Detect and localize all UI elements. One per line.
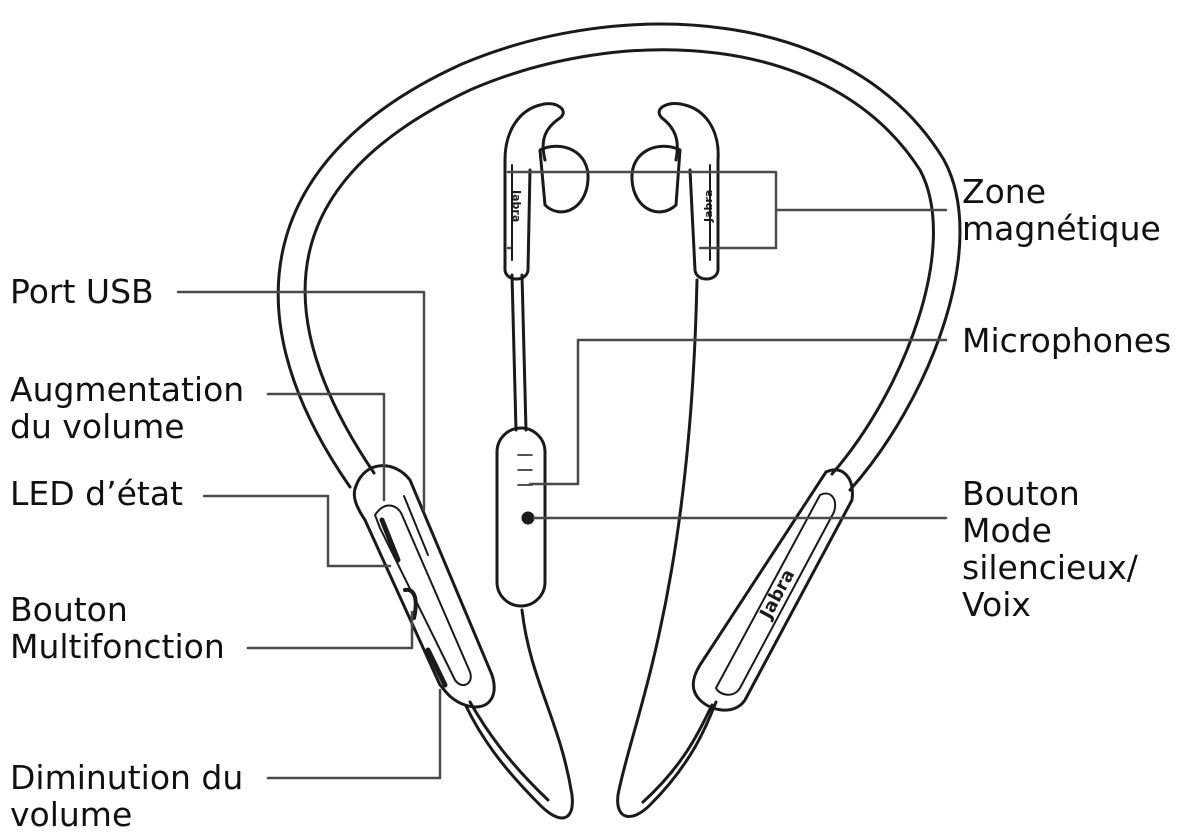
usb-port-leader	[176, 290, 426, 512]
module-brand: Jabra	[755, 566, 799, 624]
magnetic-zone-label: Zone magnétique	[962, 172, 1161, 248]
right-earbud	[630, 102, 720, 281]
volume-up-label: Augmentation du volume	[10, 370, 245, 446]
volume-down-label: Diminution du volume	[10, 758, 244, 834]
mute-button-dot	[521, 511, 535, 525]
earbud-right-brand: Jabra	[702, 190, 715, 223]
microphones-label: Microphones	[962, 321, 1172, 360]
magnetic-zone-leader	[506, 170, 948, 250]
status-led-label: LED d’état	[10, 474, 183, 513]
neckband	[276, 22, 962, 492]
leader-lines	[176, 170, 948, 780]
microphones-leader	[528, 338, 948, 486]
earbud-left-brand: Jabra	[510, 189, 523, 222]
status-led-leader	[202, 494, 392, 568]
volume-up-key	[379, 517, 401, 563]
volume-up-leader	[266, 392, 386, 502]
volume-down-key	[425, 647, 448, 688]
multifunction-button-label: Bouton Multifonction	[10, 590, 225, 666]
mute-voice-button-label: Bouton Mode silencieux/ Voix	[962, 474, 1138, 624]
right-module	[691, 468, 854, 712]
usb-port-label: Port USB	[10, 272, 154, 311]
usb-port-slot	[403, 495, 429, 556]
left-control-module	[352, 464, 496, 709]
cables	[464, 273, 718, 820]
volume-down-leader	[266, 688, 442, 780]
left-earbud	[503, 102, 590, 281]
multifunction-key	[403, 587, 418, 620]
multifunction-leader	[246, 610, 414, 650]
